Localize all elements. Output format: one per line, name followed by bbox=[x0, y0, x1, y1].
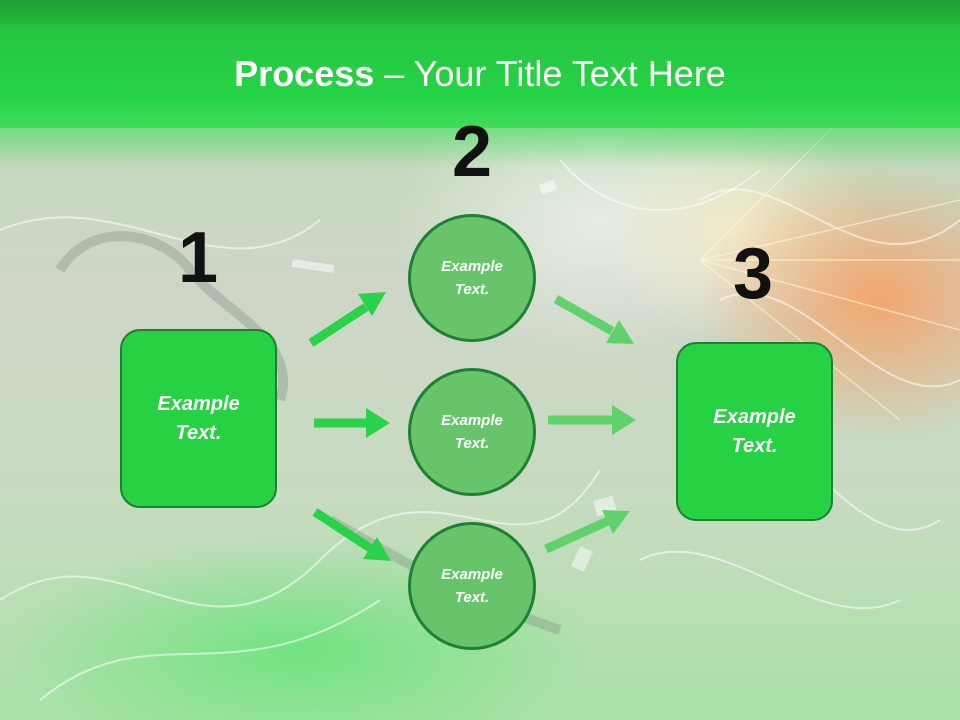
step-1-text: Example Text. bbox=[157, 392, 240, 444]
arrow-middle-to-step3 bbox=[548, 405, 636, 435]
step-3-text: Example Text. bbox=[713, 405, 796, 457]
step-number-2: 2 bbox=[451, 112, 493, 192]
step-2-circle-middle: Example Text. bbox=[408, 368, 536, 496]
step-number-3: 3 bbox=[732, 234, 774, 314]
step-2-circle-bottom: Example Text. bbox=[408, 522, 536, 650]
title-bar bbox=[0, 0, 960, 128]
slide-title: Process – Your Title Text Here bbox=[0, 52, 960, 96]
step-2-bottom-text: Example Text. bbox=[441, 566, 503, 606]
arrow-top-to-step3 bbox=[553, 295, 634, 344]
title-bar-glow bbox=[0, 128, 960, 168]
step-2-top-text: Example Text. bbox=[441, 258, 503, 298]
arrow-step1-to-middle bbox=[314, 408, 390, 438]
step-3-box: Example Text. bbox=[676, 342, 833, 521]
step-2-middle-text: Example Text. bbox=[441, 412, 503, 452]
title-bold-part: Process bbox=[234, 53, 375, 94]
step-1-box: Example Text. bbox=[120, 329, 277, 508]
arrow-bottom-to-step3 bbox=[544, 510, 630, 554]
title-rest-part: – Your Title Text Here bbox=[374, 53, 726, 94]
arrow-step1-to-bottom bbox=[312, 508, 391, 561]
arrow-step1-to-top bbox=[308, 292, 386, 347]
step-number-1: 1 bbox=[177, 218, 219, 298]
step-2-circle-top: Example Text. bbox=[408, 214, 536, 342]
